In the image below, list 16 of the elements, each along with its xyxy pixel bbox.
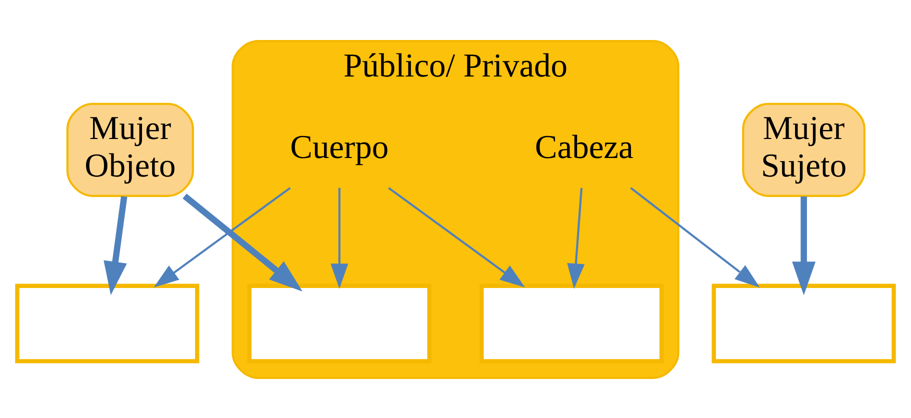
node-box bbox=[247, 283, 432, 363]
node-box: Mujer Objeto bbox=[66, 102, 194, 196]
node-box: Mujer Sujeto bbox=[742, 102, 866, 196]
arrow bbox=[567, 187, 585, 288]
arrow bbox=[630, 186, 760, 287]
arrow bbox=[792, 196, 816, 295]
arrow bbox=[104, 196, 128, 295]
arrow bbox=[182, 193, 302, 292]
node-text: Cabeza bbox=[534, 128, 634, 166]
node-text: Cuerpo bbox=[290, 128, 389, 166]
node-box bbox=[712, 283, 896, 363]
arrow bbox=[388, 186, 525, 287]
arrow bbox=[330, 187, 348, 288]
arrow bbox=[154, 186, 291, 287]
node-box bbox=[480, 283, 664, 363]
node-box bbox=[15, 283, 200, 363]
